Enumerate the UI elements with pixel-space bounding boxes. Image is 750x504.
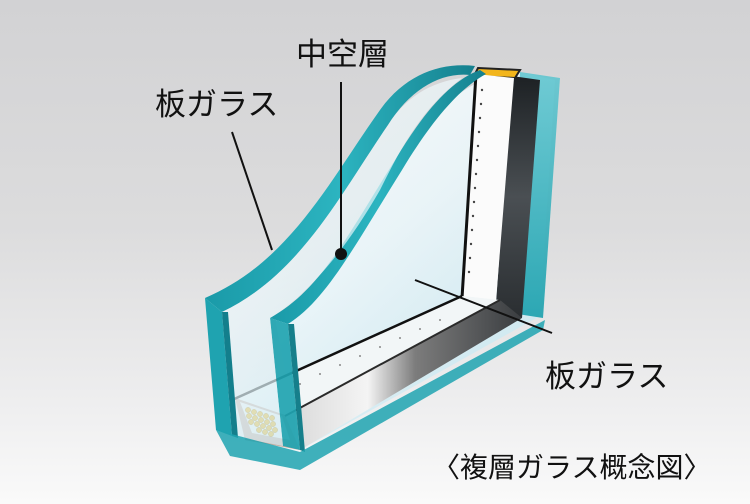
label-hollow-layer: 中空層 — [296, 37, 389, 73]
spacer-vertical — [495, 76, 540, 318]
spacer-perforations — [467, 88, 484, 274]
inner-glass-edge — [270, 70, 486, 324]
glass-bottom-edge — [216, 320, 545, 470]
leader-line-glass-right — [414, 279, 553, 334]
outer-glass-face — [222, 78, 462, 446]
leader-line-glass-left — [231, 131, 273, 251]
label-glass-pane-right: 板ガラス — [545, 359, 669, 395]
label-glass-pane-left: 板ガラス — [155, 87, 279, 123]
spacer-face — [462, 74, 514, 300]
diagram-caption: 〈複層ガラス概念図〉 — [432, 451, 712, 484]
leader-lines — [231, 82, 553, 334]
hollow-layer-marker — [335, 248, 347, 260]
